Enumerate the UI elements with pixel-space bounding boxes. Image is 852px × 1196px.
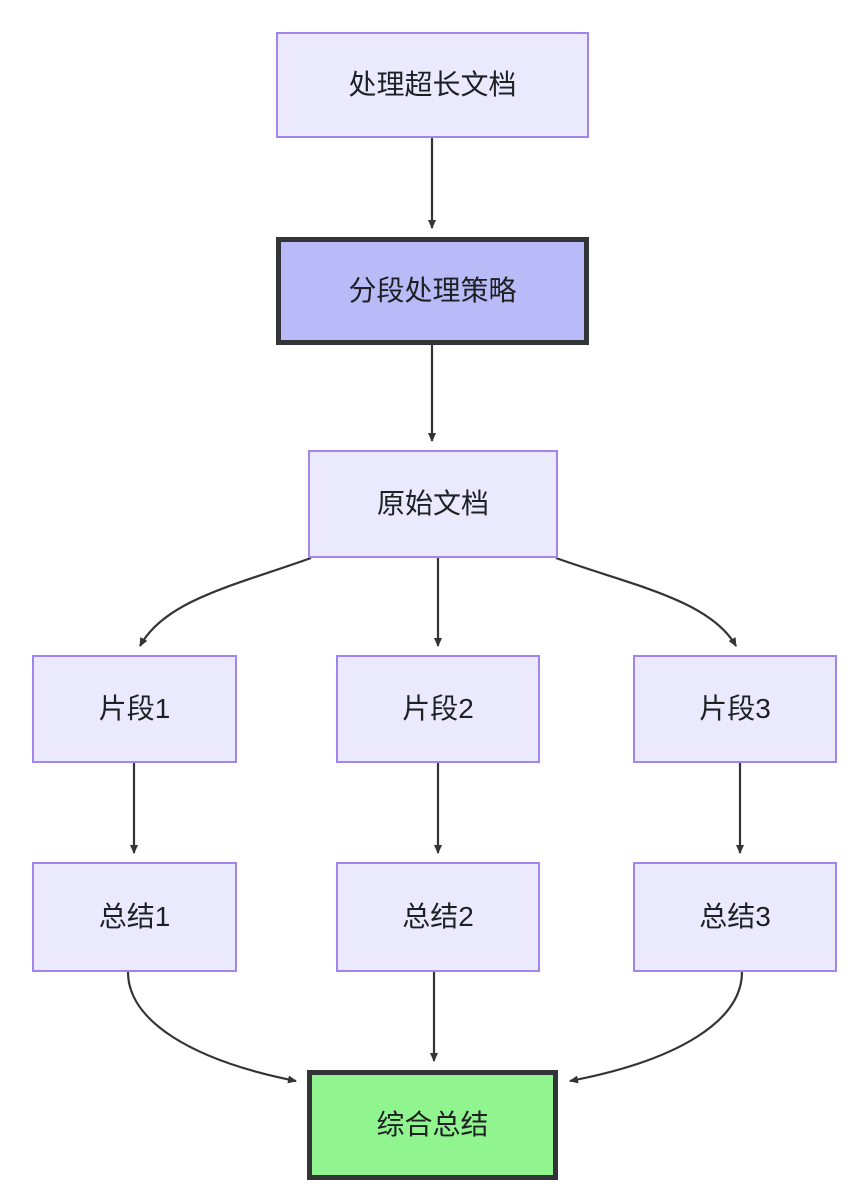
node-label: 片段2	[402, 693, 474, 725]
edge-sum1-to-final	[126, 971, 297, 1084]
node-fragment-3[interactable]: 片段3	[633, 655, 837, 763]
node-comprehensive-summary[interactable]: 综合总结	[307, 1070, 558, 1180]
node-label: 片段3	[699, 693, 771, 725]
node-original-document[interactable]: 原始文档	[308, 450, 558, 558]
node-chunking-strategy[interactable]: 分段处理策略	[276, 237, 589, 345]
node-label: 总结1	[98, 901, 171, 933]
node-label: 总结3	[699, 901, 771, 933]
node-label: 总结2	[402, 901, 474, 933]
node-label: 分段处理策略	[348, 275, 517, 307]
edge-orig-to-frag1	[139, 556, 312, 647]
node-label: 处理超长文档	[348, 69, 517, 101]
node-fragment-2[interactable]: 片段2	[336, 655, 540, 763]
node-fragment-1[interactable]: 片段1	[32, 655, 237, 763]
node-summary-2[interactable]: 总结2	[336, 862, 540, 972]
node-label: 片段1	[98, 693, 171, 725]
edge-orig-to-frag3	[555, 556, 737, 647]
node-label: 综合总结	[376, 1109, 489, 1141]
node-label: 原始文档	[376, 488, 489, 520]
edge-sum3-to-final	[569, 971, 744, 1084]
node-process-long-document[interactable]: 处理超长文档	[276, 32, 589, 138]
node-summary-1[interactable]: 总结1	[32, 862, 237, 972]
node-summary-3[interactable]: 总结3	[633, 862, 837, 972]
